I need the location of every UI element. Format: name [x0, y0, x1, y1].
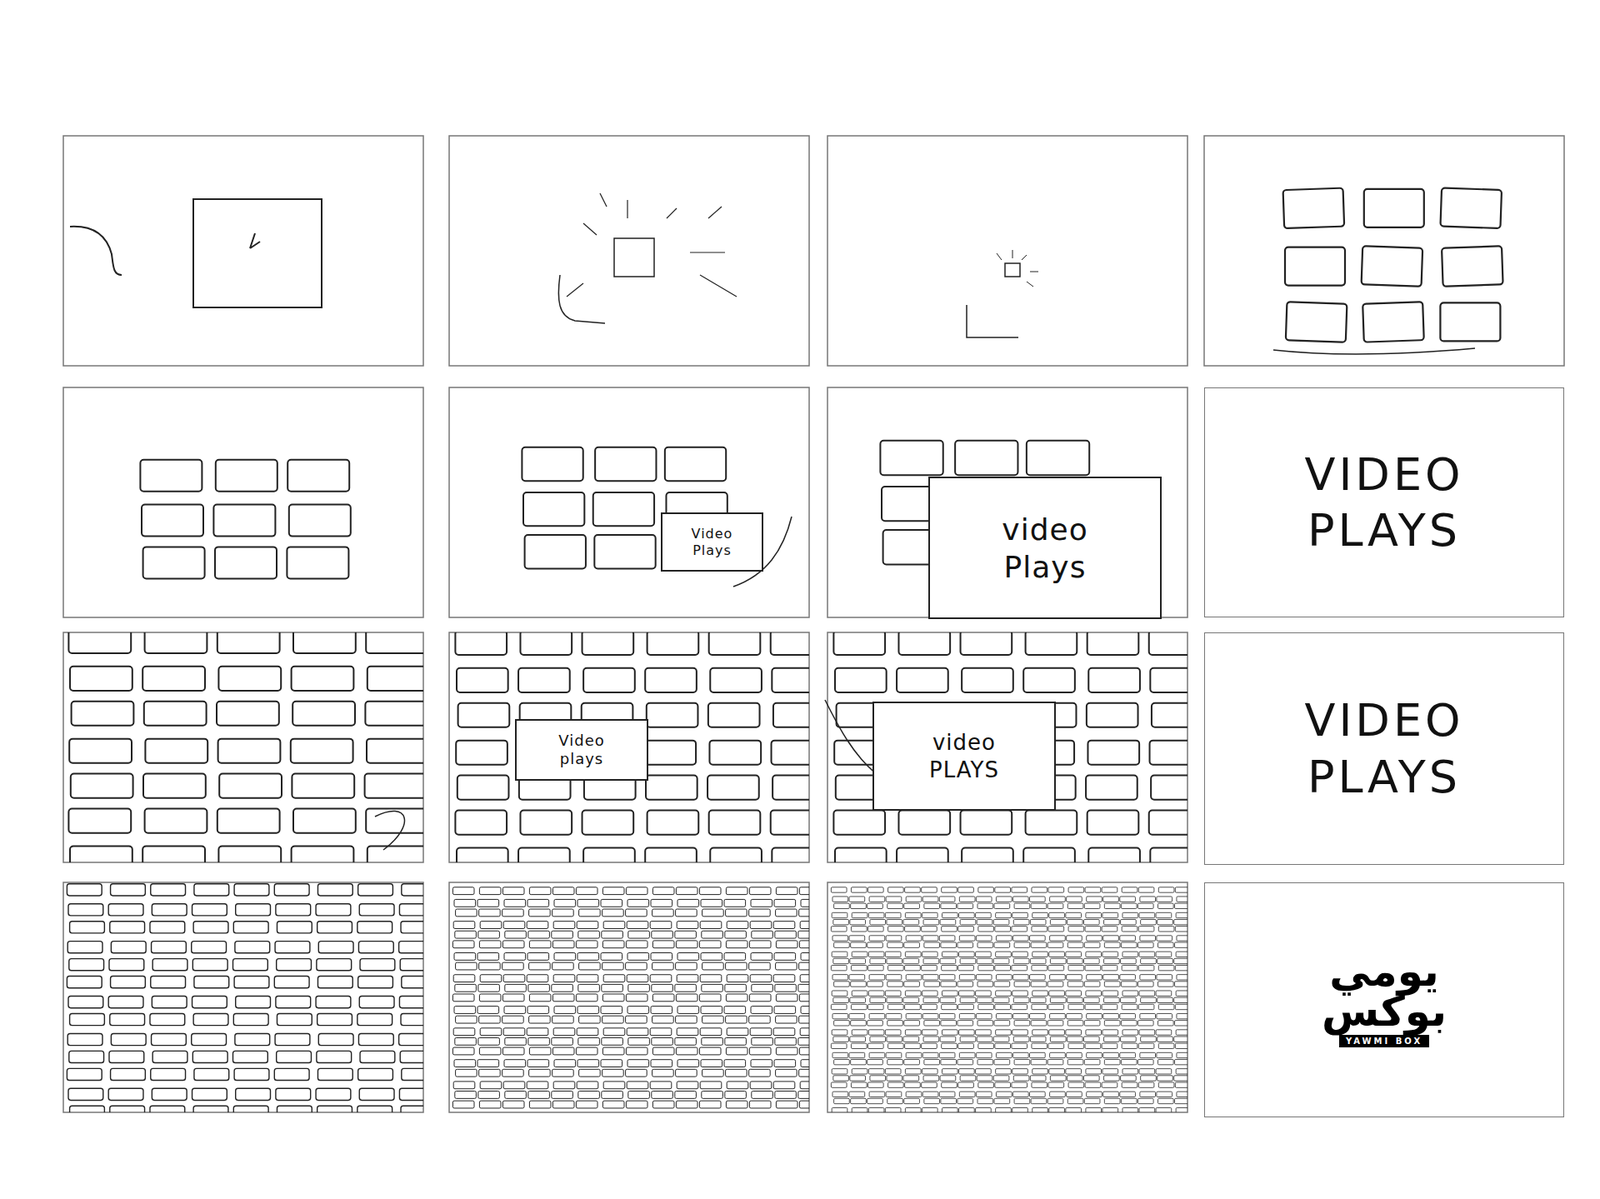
storyboard-panel — [827, 632, 1188, 863]
storyboard-panel: VIDEO PLAYS — [1204, 632, 1565, 865]
video-box: Video plays — [515, 719, 649, 781]
ray — [626, 200, 628, 219]
video-box: video Plays — [928, 476, 1162, 620]
square — [193, 199, 322, 308]
ray — [666, 208, 677, 219]
video-plays-text: Video plays — [558, 731, 605, 770]
ray — [996, 253, 1002, 260]
storyboard-panel — [449, 882, 810, 1113]
brick-grid — [455, 632, 810, 863]
logo-panel: يومي بوكس YAWMI BOX — [1204, 882, 1565, 1118]
ray — [690, 251, 725, 253]
video-plays-text: Video Plays — [691, 525, 734, 560]
storyboard-panel — [63, 387, 424, 618]
storyboard-panel — [827, 135, 1188, 366]
ray — [1021, 255, 1027, 260]
storyboard-panel — [63, 135, 424, 366]
small-square — [614, 238, 655, 277]
brick-grid — [1283, 188, 1504, 343]
video-plays-text: VIDEO PLAYS — [1304, 692, 1464, 805]
storyboard-panel — [449, 135, 810, 366]
ray — [566, 283, 584, 297]
video-plays-text: VIDEO PLAYS — [1304, 446, 1464, 560]
video-box: Video Plays — [660, 512, 764, 572]
storyboard-panel — [449, 632, 810, 863]
brick-grid — [830, 887, 1188, 1113]
curve — [558, 275, 605, 324]
storyboard-panel — [827, 882, 1188, 1113]
brick-grid — [833, 632, 1188, 863]
storyboard-panel: VIDEO PLAYS — [1204, 387, 1565, 618]
ray — [708, 206, 722, 219]
ray — [1026, 281, 1034, 287]
brick-grid — [140, 460, 350, 580]
ray — [1012, 250, 1014, 259]
brick-grid — [452, 887, 810, 1113]
corner-line — [966, 305, 1019, 338]
curve — [375, 811, 405, 850]
curve — [70, 226, 122, 275]
ray — [583, 223, 597, 235]
ray — [600, 193, 607, 207]
video-plays-text: video PLAYS — [929, 729, 1000, 784]
mark — [250, 233, 260, 249]
curve — [1273, 348, 1475, 355]
logo-arabic: يومي بوكس — [1321, 952, 1447, 1032]
ray — [1030, 271, 1039, 273]
storyboard-panel — [63, 882, 424, 1113]
logo-latin: YAWMI BOX — [1339, 1035, 1430, 1048]
storyboard-panel — [449, 387, 810, 618]
brick-grid — [66, 884, 424, 1113]
tiny-square — [1005, 263, 1020, 277]
ray — [700, 275, 737, 297]
video-plays-text: video Plays — [1001, 510, 1088, 586]
brick-grid — [68, 632, 424, 863]
storyboard-panel — [1204, 135, 1565, 366]
video-box: video PLAYS — [872, 701, 1056, 811]
